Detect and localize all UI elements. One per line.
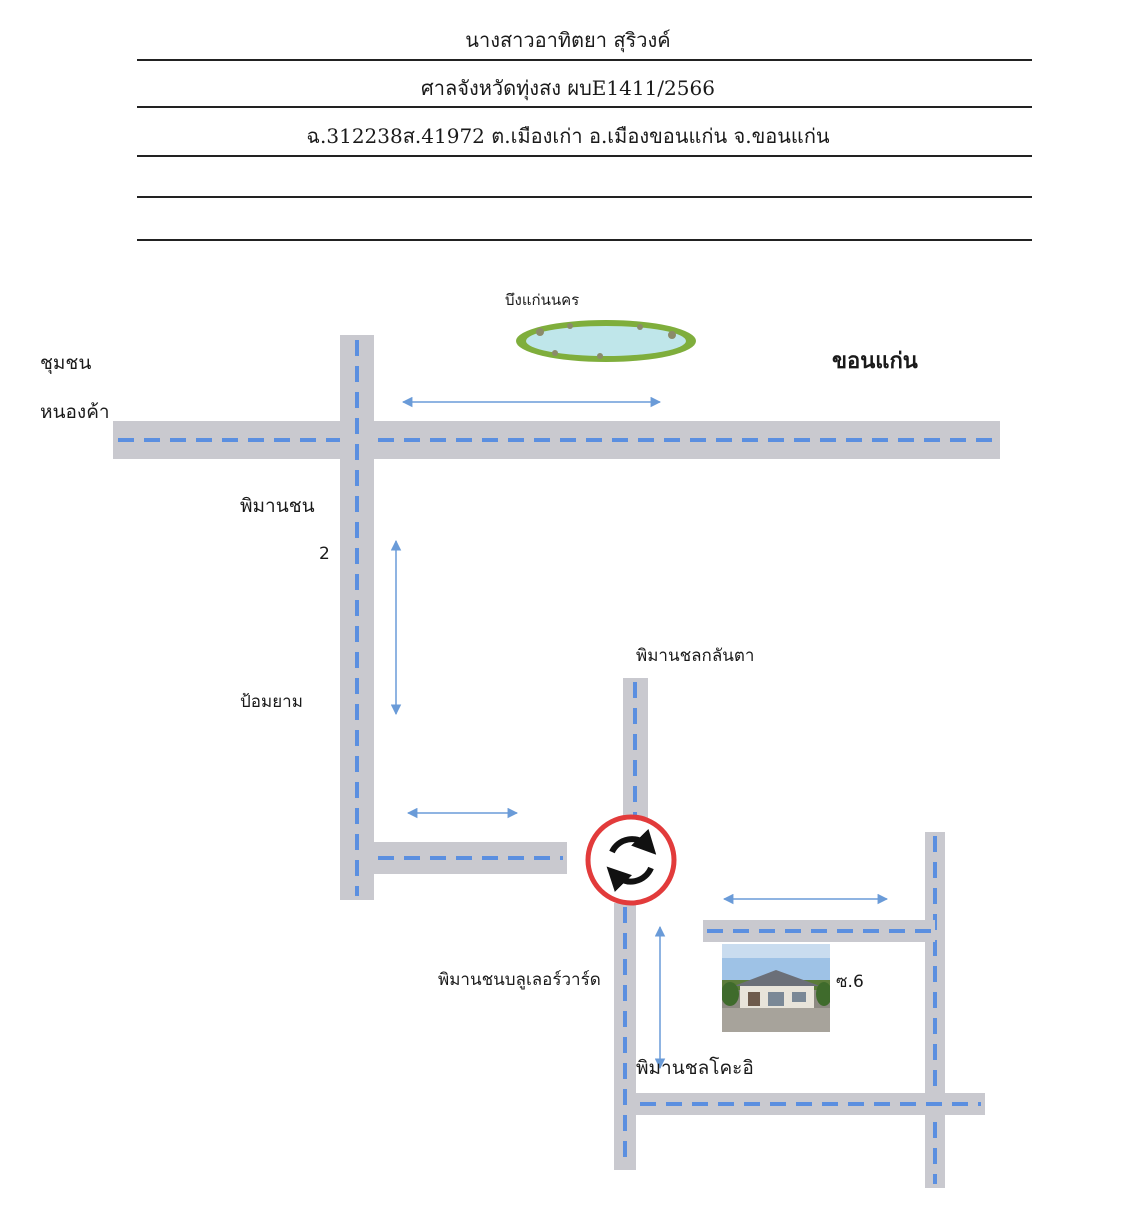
label-phiman-chon: พิมานชน xyxy=(240,495,315,517)
road-east-vertical xyxy=(925,832,945,1188)
header-rule-1 xyxy=(137,59,1032,61)
roundabout-icon xyxy=(585,814,677,906)
owner-name: นางสาวอาทิตยา สุริวงค์ xyxy=(465,28,671,52)
road-phiman-chon-vertical xyxy=(340,335,374,900)
lake-icon xyxy=(516,320,696,362)
label-lake: บึงแก่นนคร xyxy=(505,291,580,309)
road-boulevard-south xyxy=(614,903,636,1170)
label-guard-post: ป้อมยาม xyxy=(240,692,303,712)
deed-location: ฉ.312238ส.41972 ต.เมืองเก่า อ.เมืองขอนแก… xyxy=(306,124,830,148)
label-community-line-2: หนองค้า xyxy=(40,401,110,423)
header-rule-3 xyxy=(137,155,1032,157)
label-soi-6: ซ.6 xyxy=(836,972,864,992)
label-phiman-chol-khoi: พิมานชลโคะอิ xyxy=(636,1057,754,1079)
road-south-horizontal xyxy=(636,1093,985,1115)
label-khonkaen: ขอนแก่น xyxy=(832,349,918,374)
road-main-horizontal xyxy=(113,421,1000,459)
road-soi-6 xyxy=(703,920,935,942)
road-to-roundabout xyxy=(374,842,567,874)
label-number-2: 2 xyxy=(319,544,330,564)
label-phiman-chon-klantha: พิมานชลกลันตา xyxy=(636,646,755,666)
road-klantha-north xyxy=(623,678,648,824)
header-rule-2 xyxy=(137,106,1032,108)
header-rule-5 xyxy=(137,239,1032,241)
header-rule-4 xyxy=(137,196,1032,198)
house-photo xyxy=(722,944,830,1032)
label-phiman-boulevard: พิมานชนบลูเลอร์วาร์ด xyxy=(438,970,601,990)
court-case: ศาลจังหวัดทุ่งสง ผบE1411/2566 xyxy=(421,76,715,100)
label-community-line-1: ชุมชน xyxy=(40,352,92,374)
